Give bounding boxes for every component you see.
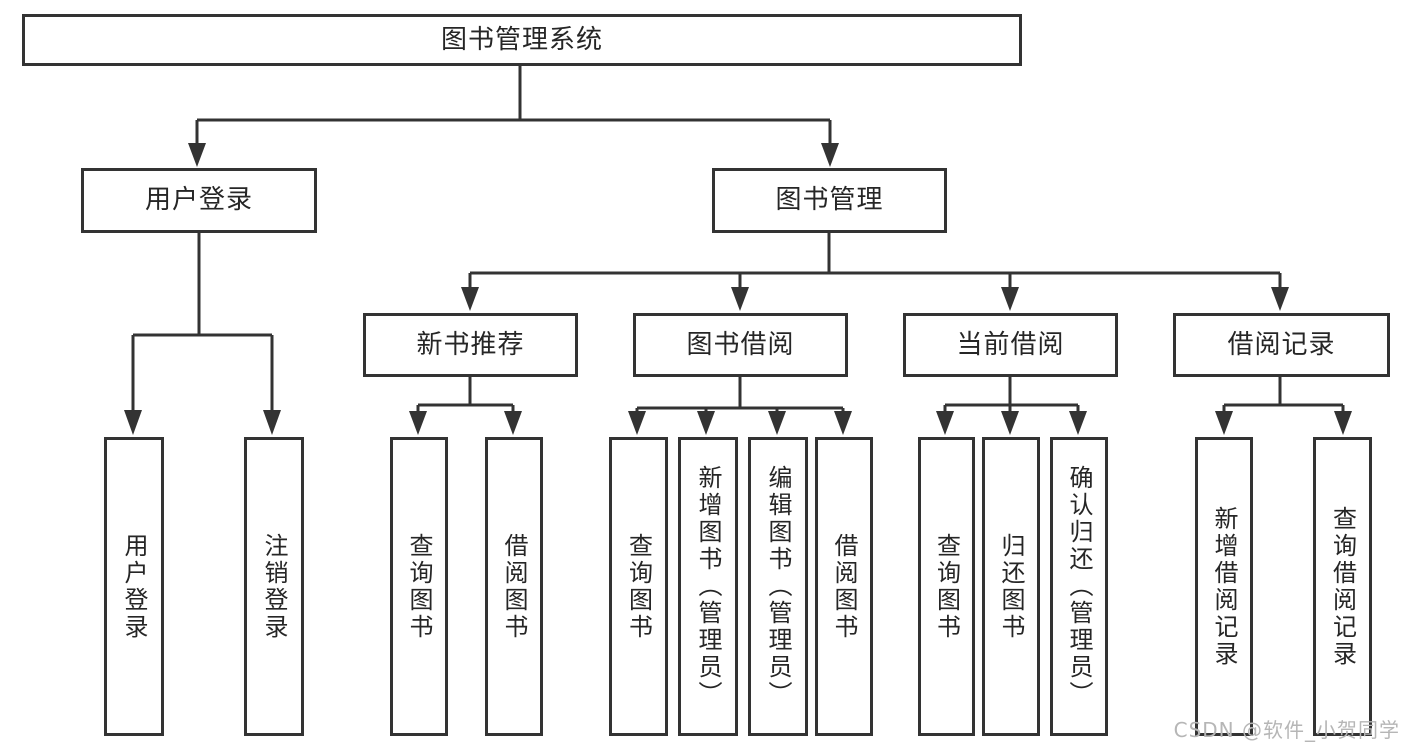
leaf-logout-login: 注销登录 — [244, 437, 304, 736]
node-book-borrowing: 图书借阅 — [633, 313, 848, 377]
leaf-query-books-borrowing: 查询图书 — [609, 437, 668, 736]
connector-root-to-level2 — [188, 66, 839, 167]
node-current-borrowing: 当前借阅 — [903, 313, 1118, 377]
connector-current-borrow-children — [936, 376, 1087, 435]
node-user-login: 用户登录 — [81, 168, 317, 233]
leaf-add-books-admin: 新增图书（管理员） — [678, 437, 738, 736]
node-book-management: 图书管理 — [712, 168, 947, 233]
csdn-watermark: CSDN @软件_小贺同学 — [1173, 718, 1400, 742]
leaf-confirm-return-admin: 确认归还（管理员） — [1050, 437, 1108, 736]
leaf-borrow-books-borrowing: 借阅图书 — [815, 437, 873, 736]
leaf-query-books-recommend: 查询图书 — [390, 437, 448, 736]
node-new-book-recommend: 新书推荐 — [363, 313, 578, 377]
connector-user-login-children — [124, 232, 281, 435]
connector-book-borrow-children — [628, 376, 852, 435]
connector-book-management-children — [461, 232, 1289, 311]
leaf-query-borrow-record: 查询借阅记录 — [1313, 437, 1372, 736]
node-library-management-system: 图书管理系统 — [22, 14, 1022, 66]
connector-new-book-children — [409, 376, 522, 435]
node-borrowing-records: 借阅记录 — [1173, 313, 1390, 377]
leaf-user-login: 用户登录 — [104, 437, 164, 736]
connector-borrow-records-children — [1215, 376, 1352, 435]
leaf-add-borrow-record: 新增借阅记录 — [1195, 437, 1253, 736]
leaf-borrow-books-recommend: 借阅图书 — [485, 437, 543, 736]
leaf-edit-books-admin: 编辑图书（管理员） — [748, 437, 808, 736]
leaf-return-books: 归还图书 — [982, 437, 1040, 736]
leaf-query-books-current: 查询图书 — [918, 437, 975, 736]
